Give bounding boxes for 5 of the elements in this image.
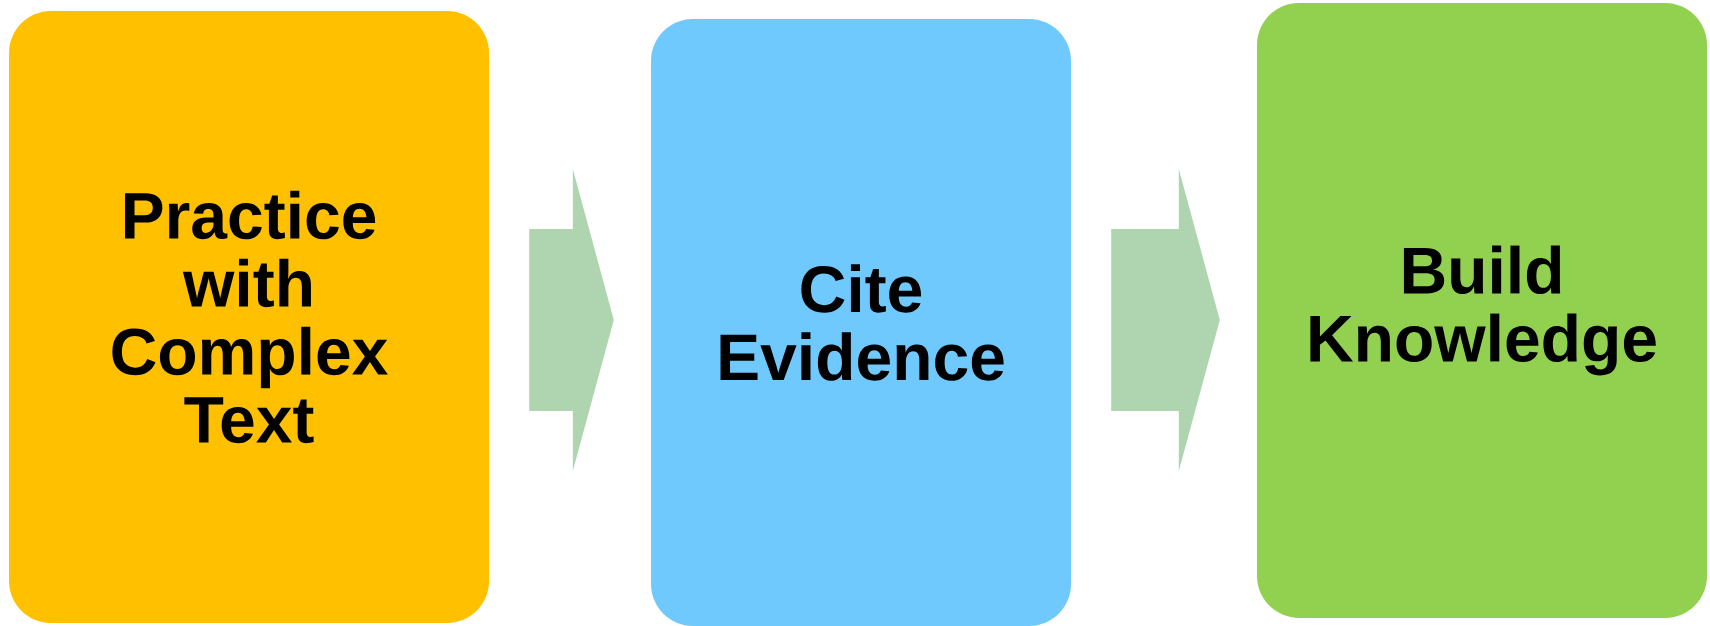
process-box: Practice with Complex Text [9, 11, 489, 623]
block-arrow [1111, 169, 1220, 471]
block-arrow [529, 169, 614, 471]
process-box: Cite Evidence [651, 19, 1071, 626]
process-box: Build Knowledge [1257, 3, 1707, 618]
